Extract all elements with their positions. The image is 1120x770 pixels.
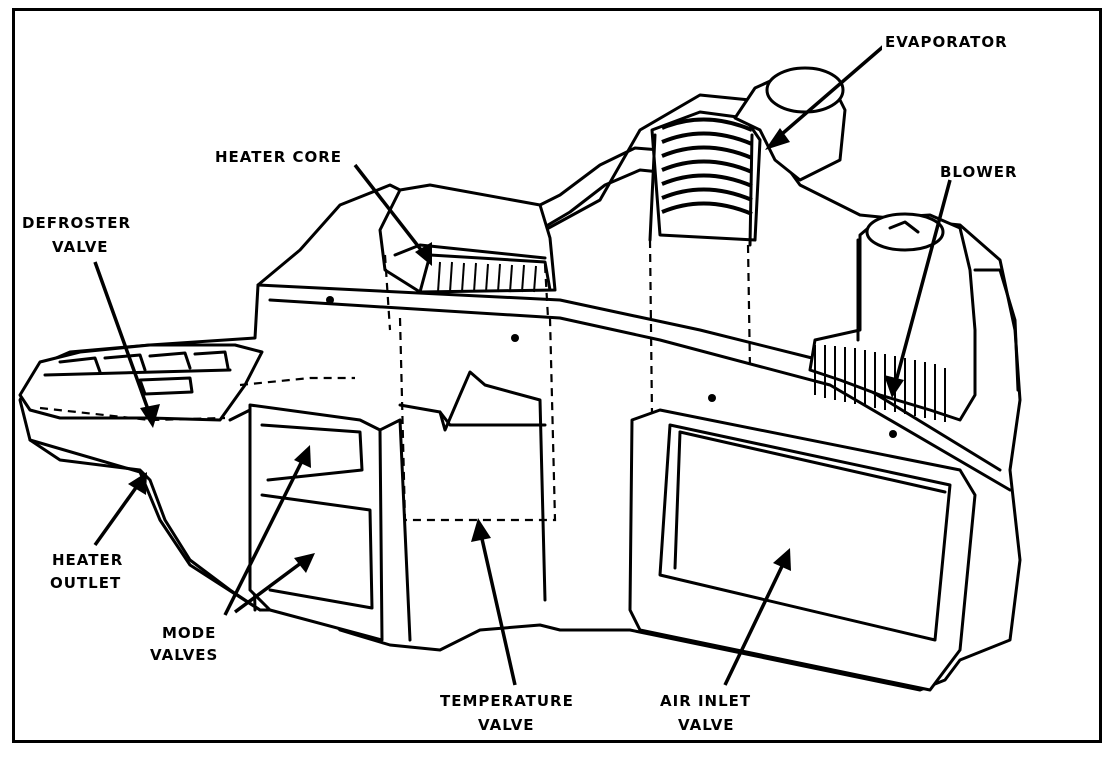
diagram-border: [12, 8, 1102, 743]
air-inlet-opening: [628, 408, 977, 692]
callout-arrows: [93, 43, 952, 686]
label-heater-core: HEATER CORE: [215, 148, 342, 166]
temperature-valve-section: [398, 317, 557, 602]
label-defroster-valve-line1: DEFROSTER: [22, 214, 131, 232]
air-inlet-valve-arrow: [723, 559, 787, 686]
evaporator-coil: [648, 66, 847, 416]
label-mode-valves-line2: VALVES: [150, 646, 218, 664]
label-air-inlet-valve-line2: VALVE: [678, 716, 735, 734]
mode-valve-lower-arrow: [233, 558, 307, 614]
evaporator-arrow: [773, 43, 887, 142]
blower-arrow: [893, 179, 952, 386]
label-mode-valves-line1: MODE: [162, 624, 216, 642]
label-temperature-valve-line2: VALVE: [478, 716, 535, 734]
heater-core-pipes: [538, 146, 662, 227]
label-defroster-valve-line2: VALVE: [52, 238, 109, 256]
heater-core-arrow: [353, 163, 427, 257]
mode-valve-chamber: [248, 403, 412, 642]
label-temperature-valve-line1: TEMPERATURE: [440, 692, 574, 710]
defroster-valve-arrow: [93, 261, 152, 416]
mode-valve-upper-arrow: [223, 454, 307, 616]
label-air-inlet-valve-line1: AIR INLET: [660, 692, 751, 710]
label-evaporator: EVAPORATOR: [885, 33, 1008, 51]
temperature-valve-arrow: [478, 529, 517, 686]
heater-outlet-arrow: [93, 480, 142, 547]
defroster-vent-grille: [18, 343, 355, 422]
labels: EVAPORATOR HEATER CORE BLOWER DEFROSTER …: [22, 30, 1037, 734]
label-heater-outlet-line2: OUTLET: [50, 574, 121, 592]
label-blower: BLOWER: [940, 163, 1018, 181]
heater-core: [378, 183, 557, 331]
label-heater-outlet-line1: HEATER: [52, 551, 123, 569]
